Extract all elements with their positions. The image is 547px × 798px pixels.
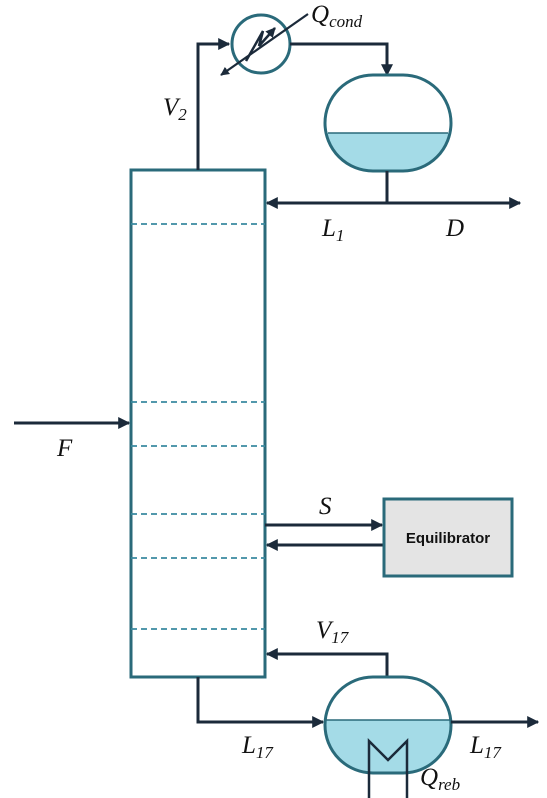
bottoms-product-label: L17 [469, 732, 502, 762]
bottoms-liquid-stream [196, 677, 325, 728]
column-trays [131, 223, 265, 630]
distillation-column [129, 168, 267, 679]
distillate-label: D [445, 215, 464, 242]
reboiler [323, 675, 453, 798]
reboiler-heater-coil [367, 737, 409, 798]
vapor-top-label: V2 [163, 94, 187, 124]
sidedraw-label: S [319, 493, 332, 520]
feed-label: F [56, 435, 73, 462]
overhead-vapor-stream [196, 38, 231, 170]
vapor-bottom-label: V17 [316, 617, 350, 647]
reboiler-duty-label: Qreb [420, 764, 460, 794]
condensate-stream [290, 42, 393, 77]
reflux-drum [323, 73, 453, 173]
liquid-bottom-label: L17 [241, 732, 274, 762]
condenser-duty-label: Qcond [311, 1, 363, 31]
reflux-label: L1 [321, 215, 344, 245]
equilibrator-label: Equilibrator [406, 530, 490, 547]
equilibrator-box [382, 497, 514, 578]
boilup-vapor-stream [265, 648, 389, 677]
